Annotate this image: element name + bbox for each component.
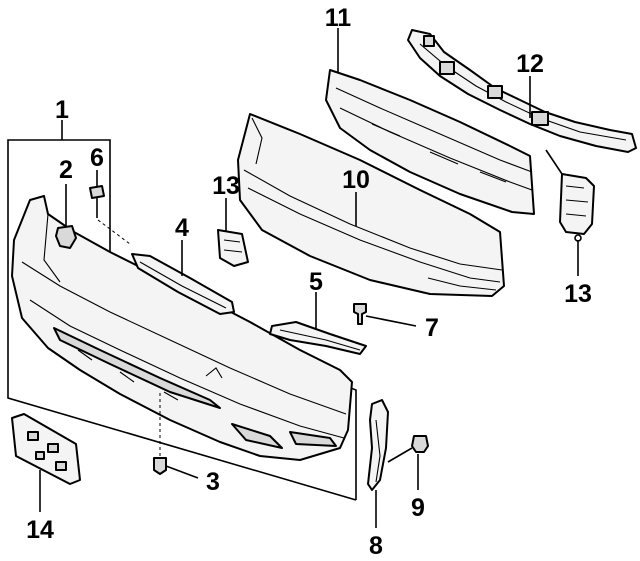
callout-6: 6 — [90, 144, 104, 172]
callout-14: 14 — [26, 516, 54, 544]
clip-part — [55, 225, 77, 249]
reinforcement-bar-part — [407, 29, 637, 153]
fastener-part-3 — [153, 392, 167, 475]
energy-absorber-part — [325, 69, 535, 215]
callout-7: 7 — [425, 314, 439, 342]
callout-9: 9 — [411, 494, 425, 522]
bumper-bracket-left-part — [217, 229, 249, 267]
callout-12: 12 — [516, 50, 544, 78]
bumper-assembly-part — [11, 195, 353, 461]
side-bracket-part — [269, 321, 367, 355]
screw-part — [89, 185, 131, 245]
callout-11: 11 — [325, 4, 352, 32]
callout-13-right: 13 — [564, 280, 592, 308]
callout-3: 3 — [206, 468, 220, 496]
side-marker-bracket-part — [367, 399, 389, 491]
upper-bracket-part — [131, 253, 235, 315]
bumper-bracket-right-part — [545, 149, 595, 242]
callout-2: 2 — [59, 156, 73, 184]
leader-lines — [39, 28, 579, 528]
callout-8: 8 — [369, 532, 383, 560]
callout-13-left: 13 — [212, 172, 240, 200]
bumper-cover-part — [237, 113, 505, 297]
callout-4: 4 — [175, 214, 189, 242]
callouts: 1 2 3 4 5 6 7 8 9 10 11 12 13 13 14 — [26, 4, 592, 560]
callout-10: 10 — [342, 166, 370, 194]
license-plate-bracket-part — [11, 413, 81, 485]
callout-1: 1 — [55, 96, 69, 124]
fastener-part-9 — [387, 435, 429, 463]
fastener-part-7 — [353, 303, 367, 325]
callout-5: 5 — [309, 268, 323, 296]
